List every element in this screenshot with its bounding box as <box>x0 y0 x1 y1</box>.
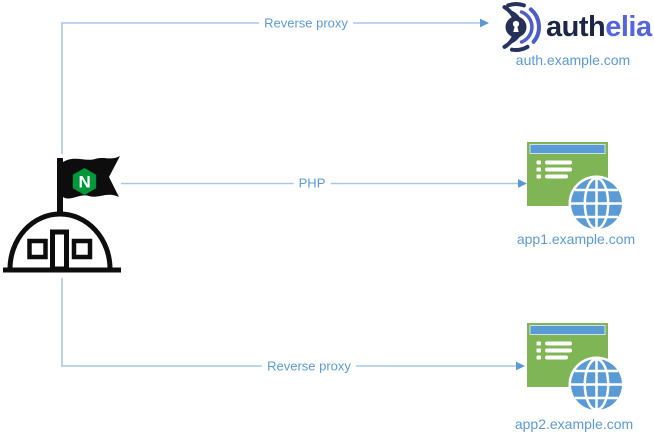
app1-webapp-icon <box>527 142 625 232</box>
nginx-hexagon-icon <box>72 168 97 195</box>
keyhole-icon <box>512 20 520 28</box>
keyhole-stem <box>513 26 519 32</box>
arrowhead-app2-icon <box>516 361 525 371</box>
arrowhead-authelia-icon <box>480 18 489 28</box>
connection-label-reverse-proxy-app2: Reverse proxy <box>262 358 356 374</box>
connection-label-php: PHP <box>293 175 331 191</box>
connector-nginx-to-authelia <box>61 22 480 154</box>
arrowhead-app1-icon <box>518 179 527 188</box>
app1-node <box>526 141 626 238</box>
app1-domain-label: app1.example.com <box>516 231 636 247</box>
authelia-wordmark-elia: elia <box>605 11 652 43</box>
hut-window-left <box>27 238 48 260</box>
hut-window-right <box>71 238 93 260</box>
authelia-logo-icon <box>502 2 541 53</box>
list-lines <box>536 341 572 360</box>
authelia-wordmark: authelia <box>546 9 652 45</box>
browser-titlebar <box>529 325 606 335</box>
app2-domain-label: app2.example.com <box>514 416 634 432</box>
globe-icon <box>568 175 625 232</box>
authelia-domain-label: auth.example.com <box>515 52 631 68</box>
app2-webapp-icon <box>527 323 625 413</box>
nginx-server-icon: N <box>3 156 121 273</box>
authelia-wordmark-auth: auth <box>546 11 606 43</box>
nginx-flag-letter: N <box>78 173 90 192</box>
authelia-node <box>489 0 544 60</box>
nginx-node: N <box>3 152 125 281</box>
globe-icon <box>568 356 625 413</box>
connection-label-reverse-proxy-authelia: Reverse proxy <box>259 15 353 31</box>
browser-titlebar <box>529 144 606 154</box>
app2-node <box>526 322 626 419</box>
list-lines <box>536 160 572 179</box>
hut-door <box>50 229 69 272</box>
connector-nginx-to-app2 <box>61 278 516 367</box>
flag-pole <box>57 158 63 220</box>
